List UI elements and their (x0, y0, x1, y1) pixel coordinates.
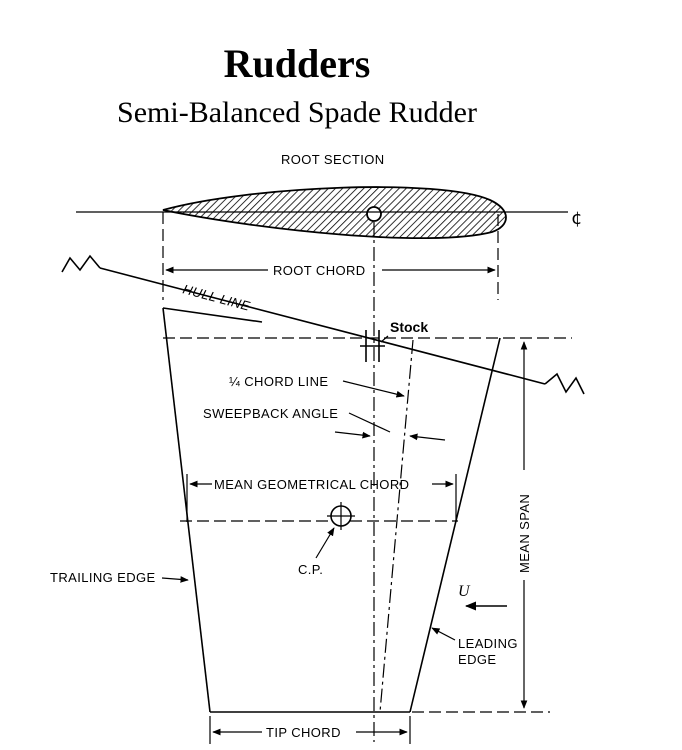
hull-line (61, 254, 585, 395)
root-chord-label: ROOT CHORD (273, 263, 366, 278)
hull-line-label: HULL LINE (181, 281, 252, 313)
root-section-label: ROOT SECTION (281, 152, 385, 167)
tip-chord-label: TIP CHORD (266, 725, 341, 740)
mean-geometrical-chord-label: MEAN GEOMETRICAL CHORD (214, 477, 409, 492)
centerline-symbol: ¢ (571, 208, 582, 229)
tip-chord-dimension (209, 716, 411, 744)
leading-edge-leader (431, 627, 456, 641)
rudder-outline (162, 307, 501, 713)
mean-geometrical-chord-dimension (186, 474, 457, 522)
rudder-stock (360, 330, 389, 362)
sweepback-angle-arrows (334, 431, 446, 441)
quarter-chord-line (379, 339, 414, 713)
leading-edge-label-line2: EDGE (458, 652, 496, 667)
center-of-pressure-leader (315, 527, 335, 559)
root-section-airfoil (162, 186, 507, 240)
stock-section-circle (366, 206, 382, 222)
sweepback-angle-label: SWEEPBACK ANGLE (203, 406, 338, 421)
page-subtitle: Semi-Balanced Spade Rudder (117, 96, 477, 129)
trailing-edge-label: TRAILING EDGE (50, 570, 156, 585)
leading-edge-label-line1: LEADING (458, 636, 518, 651)
center-of-pressure-label: C.P. (298, 562, 323, 577)
mean-span-label: MEAN SPAN (517, 494, 532, 573)
quarter-chord-leader (342, 380, 405, 398)
quarter-chord-label: ¼ CHORD LINE (229, 374, 328, 389)
flow-velocity-label: U (458, 583, 471, 600)
trailing-edge-leader (161, 576, 189, 583)
stock-label: Stock (390, 319, 428, 335)
page-title: Rudders (223, 41, 371, 86)
center-of-pressure-symbol (327, 502, 355, 530)
sweepback-leader (348, 412, 391, 433)
